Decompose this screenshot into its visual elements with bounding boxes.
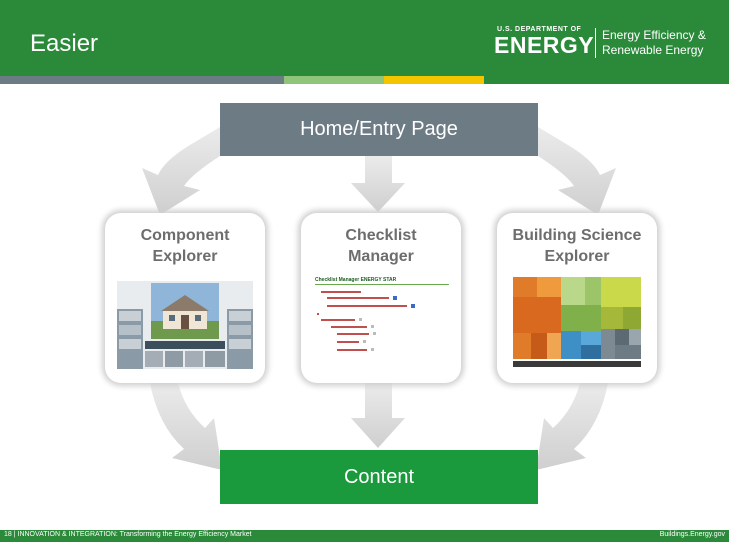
footer-website: Buildings.Energy.gov (659, 531, 725, 538)
accent-stripe-yellow (384, 76, 484, 84)
card-title-line2: Explorer (544, 248, 610, 265)
arrow-building-science-to-content (536, 383, 608, 470)
checklist-thumb-heading: Checklist Manager ENERGY STAR (315, 277, 449, 285)
checklist-manager-card: Checklist Manager Checklist Manager ENER… (301, 213, 461, 383)
card-title: Checklist Manager (301, 225, 461, 267)
doe-eere-logo: U.S. DEPARTMENT OF ENERGY Energy Efficie… (494, 26, 719, 66)
logo-department-text: U.S. DEPARTMENT OF (497, 26, 582, 33)
accent-stripe-slate (0, 76, 284, 84)
content-box: Content (220, 450, 538, 504)
logo-office-line1: Energy Efficiency & (602, 28, 706, 42)
card-title-line1: Checklist (345, 227, 417, 244)
arrow-home-to-component (142, 127, 220, 215)
home-entry-page-box: Home/Entry Page (220, 103, 538, 156)
building-science-explorer-card: Building Science Explorer (497, 213, 657, 383)
checklist-thumb-lines (317, 291, 415, 351)
arrow-home-to-building-science (538, 127, 616, 215)
card-title-line1: Component (140, 227, 230, 244)
footer-bar (0, 530, 729, 542)
content-label: Content (343, 465, 415, 488)
accent-stripe-lightgreen (284, 76, 384, 84)
logo-office-line2: Renewable Energy (602, 43, 704, 57)
card-title: Building Science Explorer (497, 225, 657, 267)
home-entry-page-label: Home/Entry Page (300, 118, 458, 140)
card-title-line2: Manager (348, 248, 414, 265)
header-bar (0, 0, 729, 76)
component-explorer-thumbnail (117, 281, 253, 369)
logo-divider (595, 28, 596, 58)
card-title-line1: Building Science (512, 227, 642, 244)
arrow-home-to-checklist (351, 156, 405, 212)
arrow-checklist-to-content (351, 383, 405, 448)
checklist-manager-thumbnail: Checklist Manager ENERGY STAR (315, 277, 449, 373)
slide-title: Easier (30, 30, 99, 57)
card-title-line2: Explorer (152, 248, 218, 265)
logo-energy-text: ENERGY (494, 32, 595, 58)
footer-slide-info: 18 | INNOVATION & INTEGRATION: Transform… (4, 531, 252, 538)
card-title: Component Explorer (105, 225, 265, 267)
accent-stripe-green (484, 76, 729, 84)
component-explorer-card: Component Explorer (105, 213, 265, 383)
building-science-treemap-thumbnail (513, 277, 641, 371)
arrow-component-to-content (150, 383, 222, 470)
